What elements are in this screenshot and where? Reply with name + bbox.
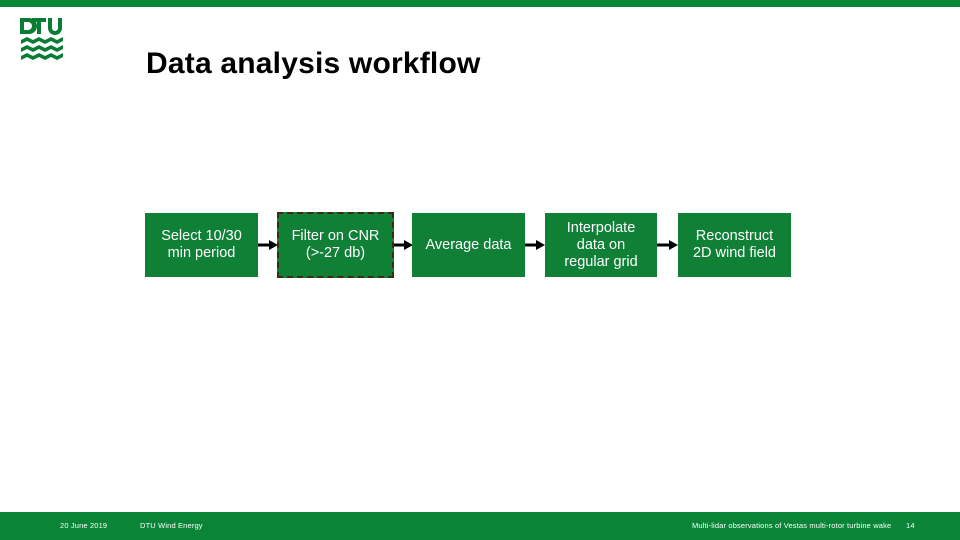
dtu-logo [18,15,70,67]
top-green-bar [0,0,960,7]
flow-box-filter-cnr[interactable]: Filter on CNR (>-27 db) [277,212,394,278]
footer-department: DTU Wind Energy [140,521,203,530]
arrow-average-to-interpolate [525,239,545,251]
page-title: Data analysis workflow [146,47,481,80]
bottom-green-bar [0,512,960,540]
arrow-filter-to-average [394,239,413,251]
footer-page-number: 14 [906,521,915,530]
flow-box-label: Interpolate data on regular grid [564,219,638,270]
arrow-select-to-filter [258,239,278,251]
flow-box-interpolate-grid[interactable]: Interpolate data on regular grid [545,213,657,277]
flow-box-reconstruct-field[interactable]: Reconstruct 2D wind field [678,213,791,277]
flow-box-select-period[interactable]: Select 10/30 min period [145,213,258,277]
arrow-interpolate-to-reconstruct [657,239,678,251]
flow-box-label: Select 10/30 min period [161,228,242,261]
flow-box-label: Filter on CNR (>-27 db) [291,228,380,261]
flow-box-average-data[interactable]: Average data [412,213,525,277]
footer-date: 20 June 2019 [60,521,108,530]
footer-subject: Multi-lidar observations of Vestas multi… [692,521,892,530]
flow-box-label: Average data [425,236,512,253]
flow-box-label: Reconstruct 2D wind field [692,228,776,261]
